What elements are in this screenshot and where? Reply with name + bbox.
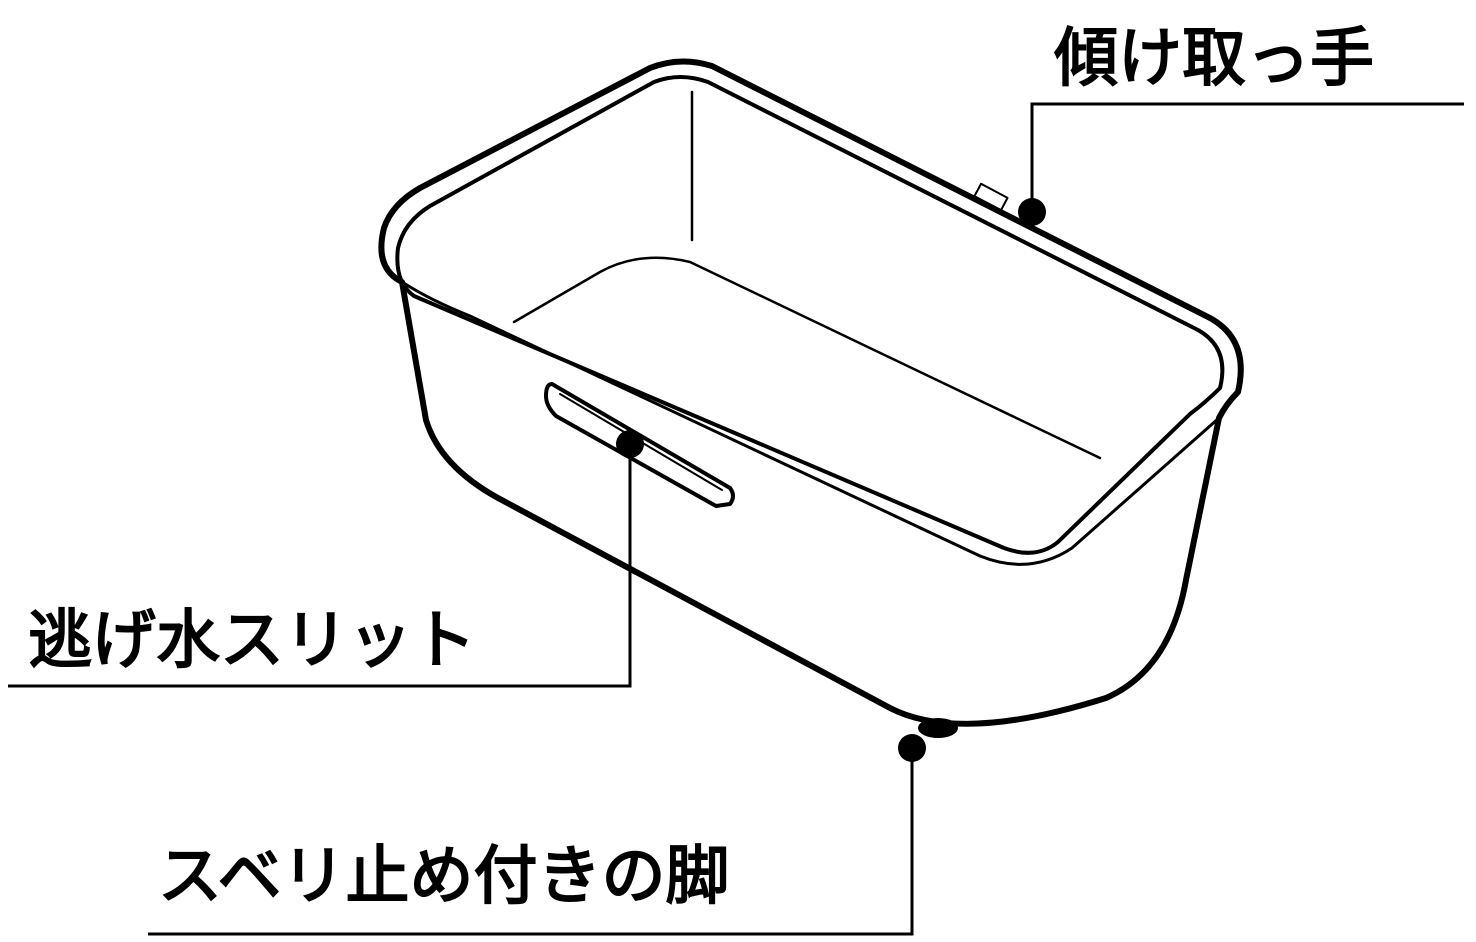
leader-line-feet <box>148 748 914 936</box>
callout-slit: 逃げ水スリット <box>8 430 644 688</box>
leader-line-slit <box>8 444 632 688</box>
callout-dot-slit <box>616 430 644 458</box>
leader-line-handle <box>1030 102 1464 212</box>
handle-tab <box>973 182 1009 212</box>
basin-outer-body <box>378 58 1244 727</box>
callout-feet: スベリ止め付きの脚 <box>148 734 926 936</box>
basin-interior-floor <box>512 256 1102 460</box>
callout-label-feet: スベリ止め付きの脚 <box>158 840 730 914</box>
drain-slit <box>544 382 735 508</box>
basin-illustration <box>378 58 1244 738</box>
callout-dot-handle <box>1018 198 1046 226</box>
basin-rim-inner <box>395 75 1225 555</box>
non-slip-foot <box>918 718 958 738</box>
callout-handle: 傾け取っ手 <box>1018 22 1464 226</box>
basin-rim-front-edge <box>400 280 1221 566</box>
callout-dot-feet <box>898 734 926 762</box>
callout-label-slit: 逃げ水スリット <box>28 604 476 678</box>
callout-label-handle: 傾け取っ手 <box>1053 22 1374 96</box>
